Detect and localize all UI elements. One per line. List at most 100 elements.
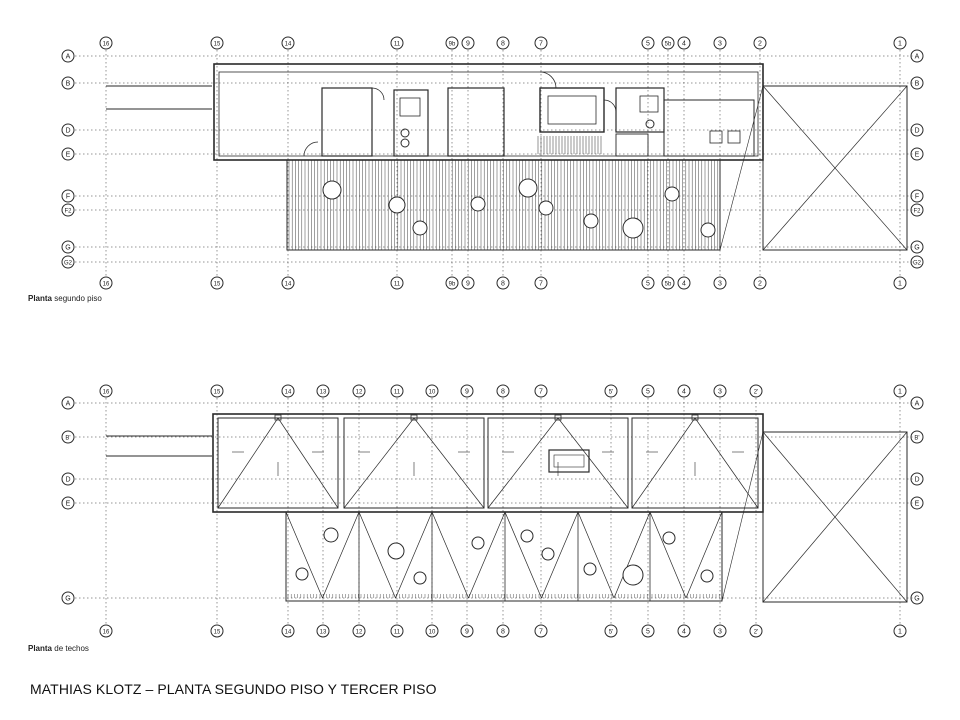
grid-bubble-label: 5 bbox=[646, 389, 650, 396]
grid-bubble-label: 10 bbox=[429, 630, 436, 636]
grid-bubble-label: G bbox=[914, 596, 919, 603]
room-study-inner bbox=[547, 95, 597, 125]
void-edge bbox=[721, 431, 764, 602]
void-outline bbox=[762, 431, 908, 603]
skylight-circle bbox=[700, 222, 716, 238]
grid-bubble-label: 2' bbox=[754, 390, 758, 396]
roof-ridge bbox=[487, 417, 559, 509]
grid-bubble-label: 3 bbox=[718, 41, 722, 48]
grid-bubble-label: B bbox=[915, 81, 920, 88]
grid-bubble-label: 16 bbox=[103, 630, 110, 636]
grid-bubble-label: 5b bbox=[665, 42, 672, 48]
second-floor-plan-label: Planta segundo piso bbox=[28, 294, 102, 303]
toilet bbox=[645, 119, 655, 129]
grid-bubble-label: 16 bbox=[103, 390, 110, 396]
door-swing bbox=[603, 99, 617, 113]
grid-bubble-row-left bbox=[61, 147, 75, 161]
grid-bubble-label: 5b bbox=[665, 282, 672, 288]
grid-bubble-column-bottom bbox=[661, 276, 675, 290]
grid-bubble-column-bottom bbox=[352, 624, 366, 638]
roof-ridge bbox=[343, 417, 415, 509]
grid-bubble-label: 3 bbox=[718, 389, 722, 396]
grid-bubble-column-top bbox=[461, 36, 475, 50]
grid-bubble-column-top bbox=[99, 36, 113, 50]
grid-bubble-label: 5' bbox=[609, 390, 613, 396]
grid-bubble-column-bottom bbox=[753, 276, 767, 290]
roof-skylight-inner bbox=[553, 454, 585, 468]
canopy-fold bbox=[431, 511, 469, 599]
grid-bubble-label: 4 bbox=[682, 41, 686, 48]
grid-bubble-column-bottom bbox=[99, 624, 113, 638]
grid-bubble-column-bottom bbox=[641, 276, 655, 290]
grid-bubble-row-right bbox=[910, 76, 924, 90]
grid-bubble-row-right bbox=[910, 430, 924, 444]
grid-bubble-column-bottom bbox=[461, 276, 475, 290]
skylight-circle bbox=[538, 200, 554, 216]
skylight-circle bbox=[413, 571, 427, 585]
grid-bubble-column-bottom bbox=[713, 624, 727, 638]
grid-bubble-label: 9b bbox=[449, 42, 456, 48]
skylight-circle bbox=[662, 531, 676, 545]
grid-bubble-label: 5 bbox=[646, 281, 650, 288]
grid-bubble-column-bottom bbox=[641, 624, 655, 638]
grid-bubble-column-bottom bbox=[496, 624, 510, 638]
grid-bubble-label: 14 bbox=[285, 42, 292, 48]
shower bbox=[639, 95, 659, 113]
grid-bubble-column-bottom bbox=[281, 276, 295, 290]
grid-bubble-column-bottom bbox=[99, 276, 113, 290]
skylight-circle bbox=[470, 196, 486, 212]
grid-bubble-label: E bbox=[915, 152, 920, 159]
void-cross bbox=[762, 85, 908, 251]
room-bedroom bbox=[321, 87, 373, 157]
drain bbox=[274, 414, 282, 421]
grid-bubble-column-top bbox=[677, 36, 691, 50]
grid-bubble-label: A bbox=[66, 54, 71, 61]
grid-bubble-label: 5 bbox=[646, 41, 650, 48]
door-swing bbox=[371, 87, 385, 101]
grid-bubble-row-right bbox=[910, 255, 924, 269]
grid-bubble-label: 2' bbox=[754, 630, 758, 636]
grid-bubble-row-right bbox=[910, 591, 924, 605]
grid-bubble-label: A bbox=[915, 401, 920, 408]
grid-bubble-column-top bbox=[281, 36, 295, 50]
slide-caption: MATHIAS KLOTZ – PLANTA SEGUNDO PISO Y TE… bbox=[30, 681, 437, 697]
drain bbox=[554, 414, 562, 421]
skylight-circle bbox=[583, 562, 597, 576]
grid-bubble-column-top bbox=[534, 384, 548, 398]
grid-bubble-label: B' bbox=[914, 436, 919, 442]
grid-bubble-label: E bbox=[66, 152, 71, 159]
grid-bubble-label: 4 bbox=[682, 281, 686, 288]
grid-bubble-row-left bbox=[61, 255, 75, 269]
void-edge bbox=[719, 85, 764, 251]
grid-bubble-label: 4 bbox=[682, 629, 686, 636]
skylight-circle bbox=[412, 220, 428, 236]
grid-bubble-column-top bbox=[390, 384, 404, 398]
grid-bubble-row-left bbox=[61, 123, 75, 137]
grid-bubble-label: 11 bbox=[394, 390, 401, 396]
armchair bbox=[727, 130, 741, 144]
void-outline bbox=[762, 85, 908, 251]
grid-bubble-label: G bbox=[914, 245, 919, 252]
armchair bbox=[709, 130, 723, 144]
grid-bubble-label: A bbox=[66, 401, 71, 408]
grid-bubble-column-bottom bbox=[893, 624, 907, 638]
grid-bubble-label: 14 bbox=[285, 630, 292, 636]
grid-bubble-label: 14 bbox=[285, 390, 292, 396]
skylight-circle bbox=[520, 529, 534, 543]
grid-bubble-column-top bbox=[460, 384, 474, 398]
canopy-fold bbox=[649, 511, 687, 599]
skylight-circle bbox=[387, 542, 405, 560]
roof-ridge bbox=[413, 417, 485, 509]
canopy-fold bbox=[685, 511, 723, 599]
grid-bubble-label: 9 bbox=[466, 281, 470, 288]
skylight-circle bbox=[322, 180, 342, 200]
grid-bubble-column-bottom bbox=[281, 624, 295, 638]
building-outline bbox=[213, 63, 764, 161]
grid-bubble-label: E bbox=[915, 501, 920, 508]
grid-bubble-label: 8 bbox=[501, 629, 505, 636]
skylight-circle bbox=[700, 569, 714, 583]
grid-bubble-column-bottom bbox=[534, 624, 548, 638]
grid-bubble-label: B bbox=[66, 81, 71, 88]
grid-bubble-column-bottom bbox=[390, 624, 404, 638]
grid-bubble-label: 2 bbox=[758, 281, 762, 288]
